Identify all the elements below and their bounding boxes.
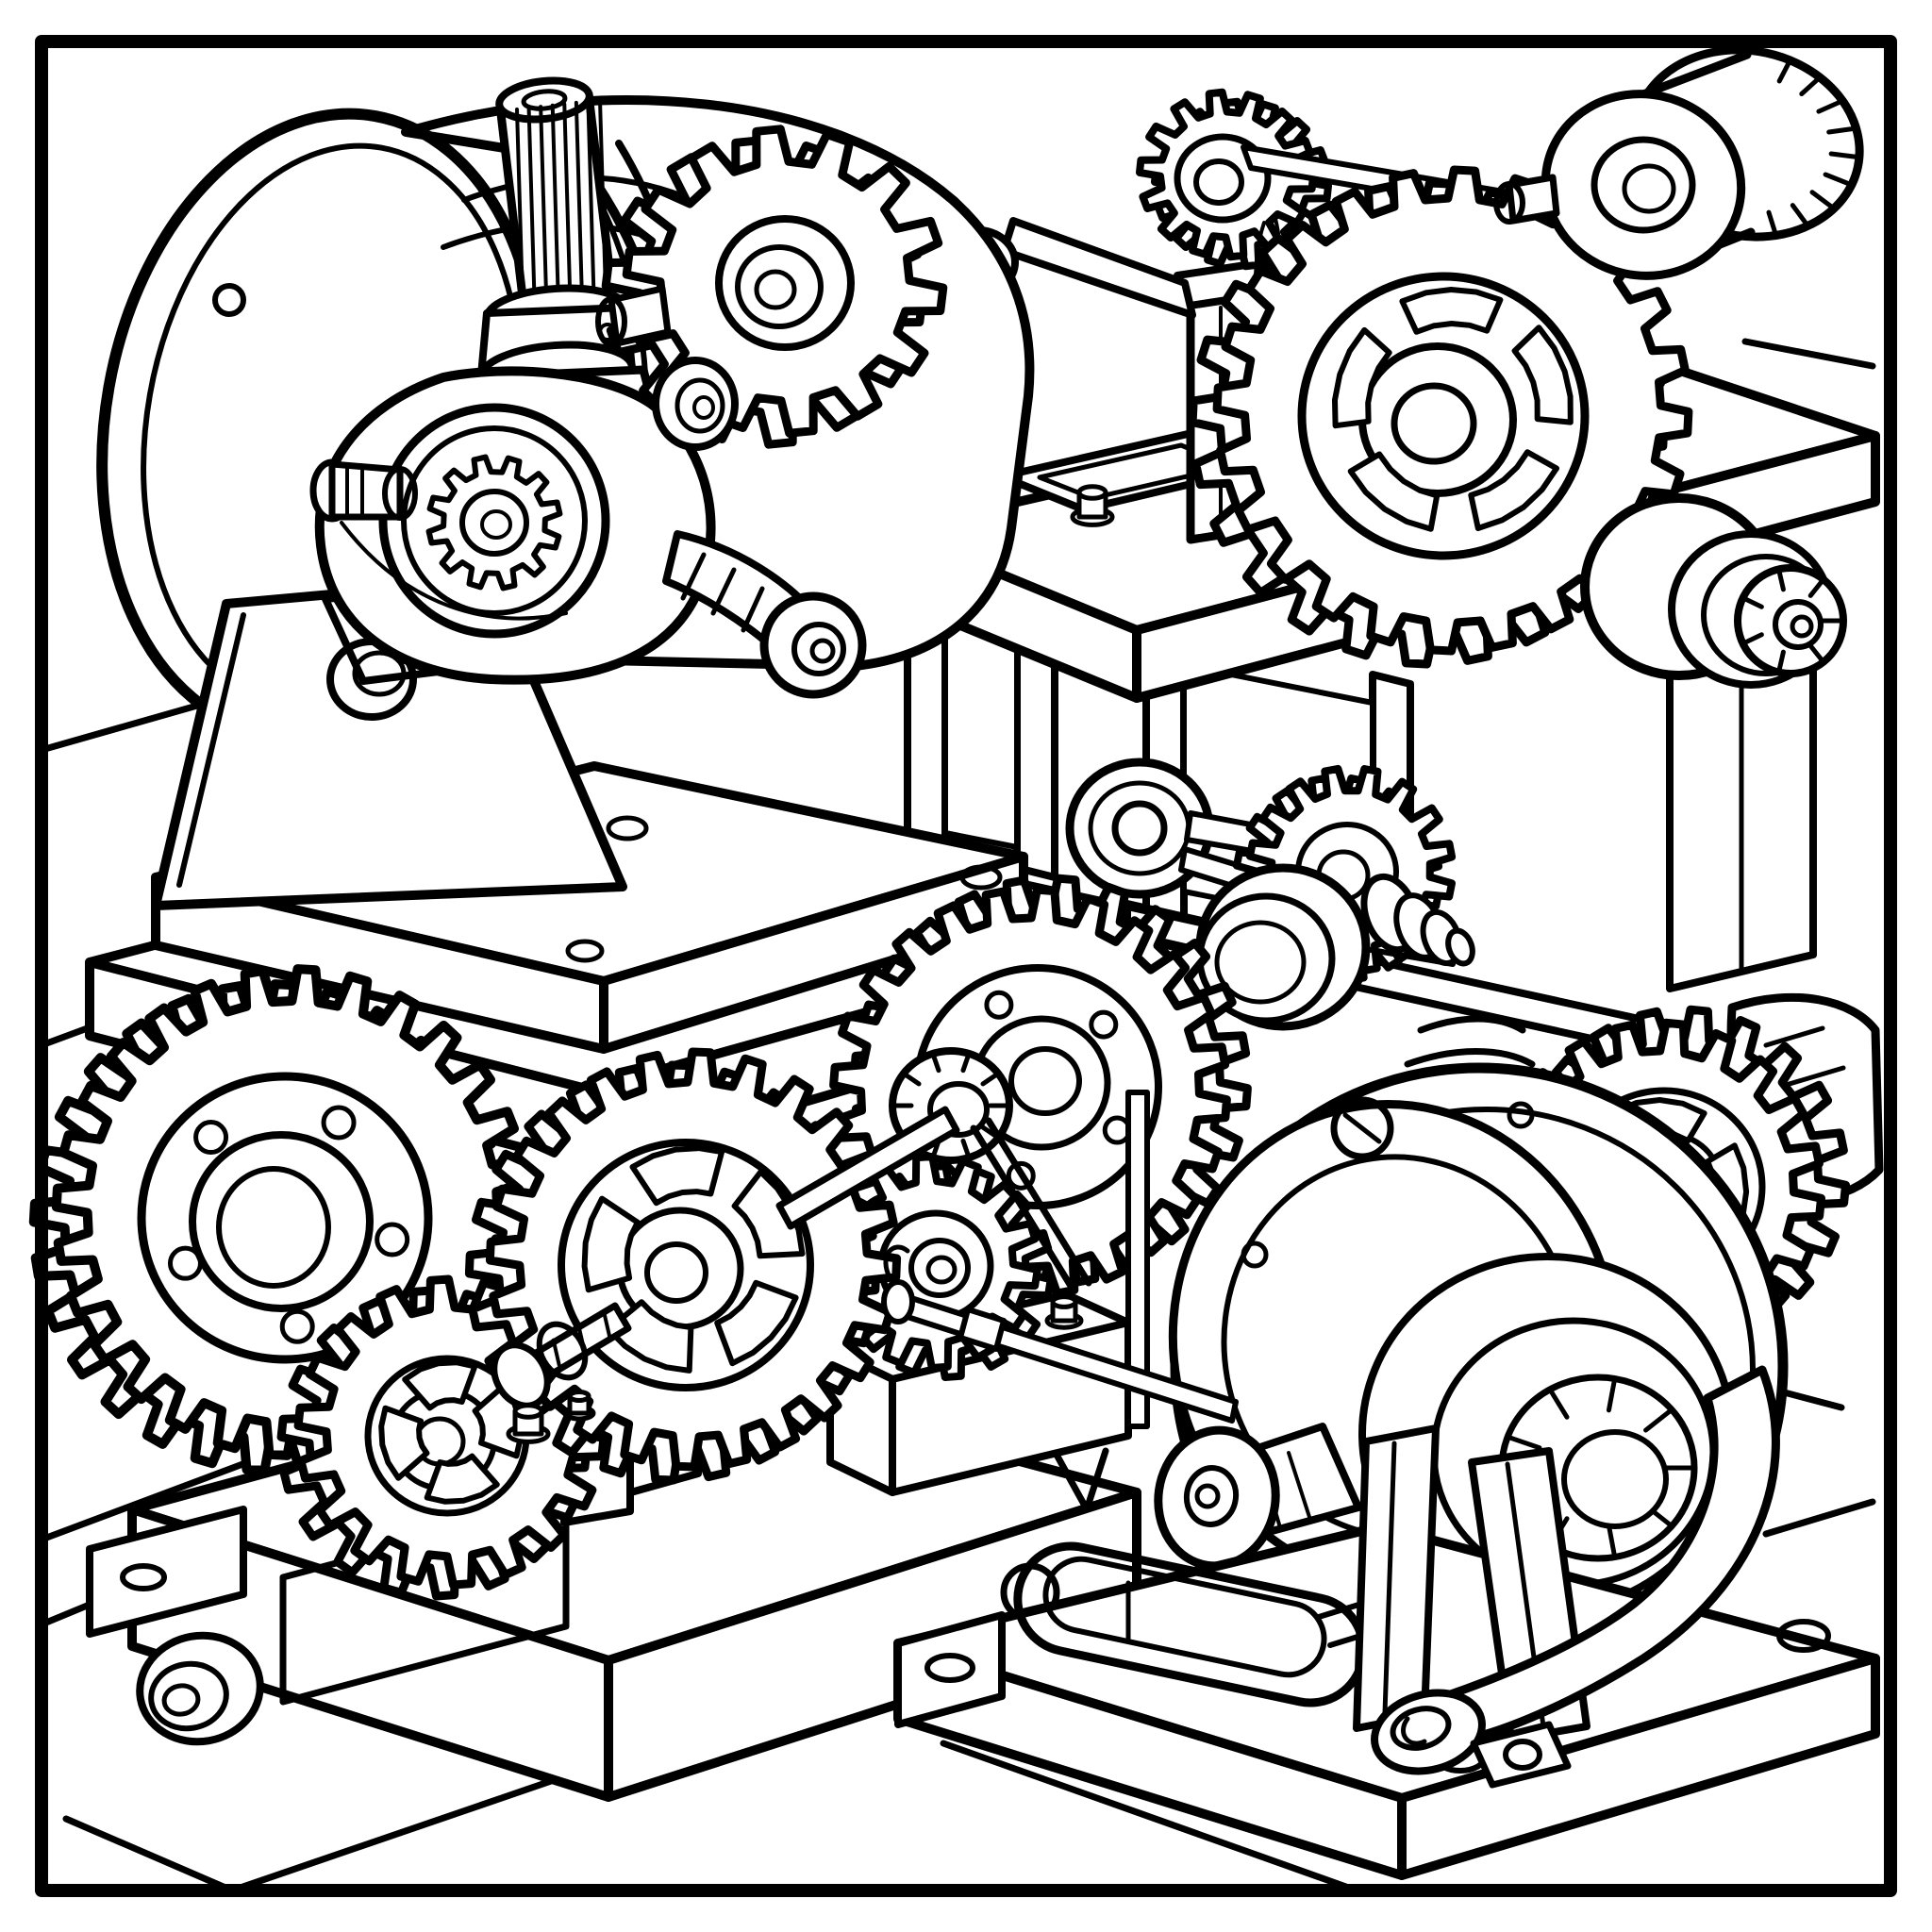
bench-gear-train--top-drum	[1493, 45, 1864, 280]
gear-motor-unit--side-gear	[595, 125, 948, 449]
page-border	[35, 35, 1897, 1897]
cross-rod--guide-post	[1125, 1090, 1150, 1429]
worm-drive-unit	[893, 992, 1884, 1880]
gear-train-assembly	[28, 874, 1252, 1802]
bench-gear-train--shaft-bearing	[1580, 493, 1847, 689]
cross-rod	[881, 1090, 1239, 1513]
bell-crank-linkage--boss-cylinder	[1195, 863, 1475, 1031]
gear-motor-unit--gearbox-housing	[309, 357, 739, 685]
gear-train-assembly--spline-shaft	[491, 1106, 960, 1409]
gear-train-assembly--gear-big-left	[28, 964, 534, 1475]
bell-crank-linkage--motion-dashes	[1404, 1015, 1536, 1068]
bench-gear-train--idler-gear	[1136, 88, 1332, 271]
cross-rod--long-rod	[881, 1244, 1239, 1424]
gear-train-assembly--strut	[970, 1117, 1092, 1294]
gear-train-assembly--idle-drum	[136, 1631, 264, 1746]
worm-drive-unit--curved-arm	[1371, 1365, 1780, 1789]
cross-rod--arrow	[1053, 1447, 1109, 1513]
gear-motor-unit--ribbed-plug	[662, 530, 867, 699]
bench-gear-train--main-gear	[1188, 165, 1693, 669]
bell-crank-linkage	[1065, 758, 1536, 1068]
gear-train-assembly--cluster-bolts	[506, 1390, 596, 1444]
bell-crank-linkage--pulley-disc	[1065, 758, 1214, 899]
